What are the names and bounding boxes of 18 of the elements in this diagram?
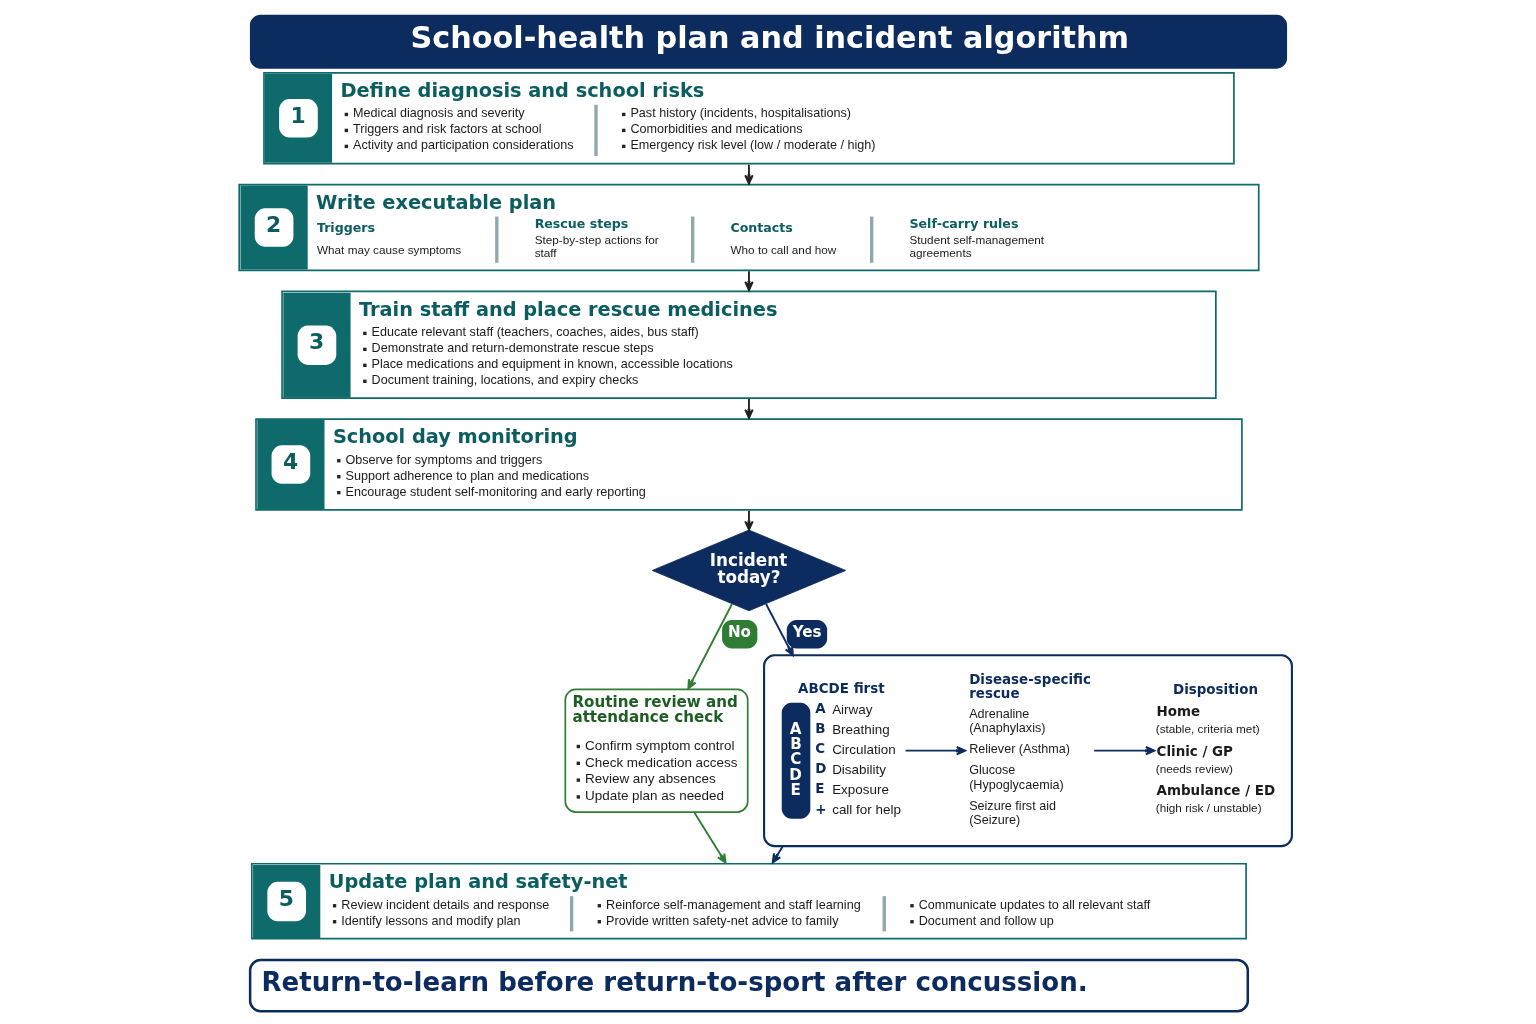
diagram-title: School-health plan and incident algorithm [409,20,1129,56]
node-label: Breathing [831,721,890,737]
node-label: Disability [831,762,886,778]
node-label: Exposure [831,782,889,798]
edge-label: No [727,623,751,642]
node-label: C [814,741,825,757]
node-label: ABCDE first [797,680,885,696]
node-label: A [814,700,826,716]
node-text: Disposition Home (stable, criteria met) Clinic / GP (needs review) Ambulance / ED (high risk / unstable) [1155,682,1275,815]
node-label: Circulation [831,741,896,757]
node-label: Airway [831,701,872,717]
node-text: Disease-specific rescue Adrenaline (Anaphylaxis) Reliever (Asthma) Glucose (Hypoglycaemia) Seizure first aid (Seizure) [968,672,1091,827]
node-label: + [814,801,827,817]
node-label: B [814,720,826,736]
edge-label: Yes [792,623,821,642]
node-label: call for help [831,802,901,818]
node-label: E [814,781,825,797]
node-label: D [814,761,827,777]
